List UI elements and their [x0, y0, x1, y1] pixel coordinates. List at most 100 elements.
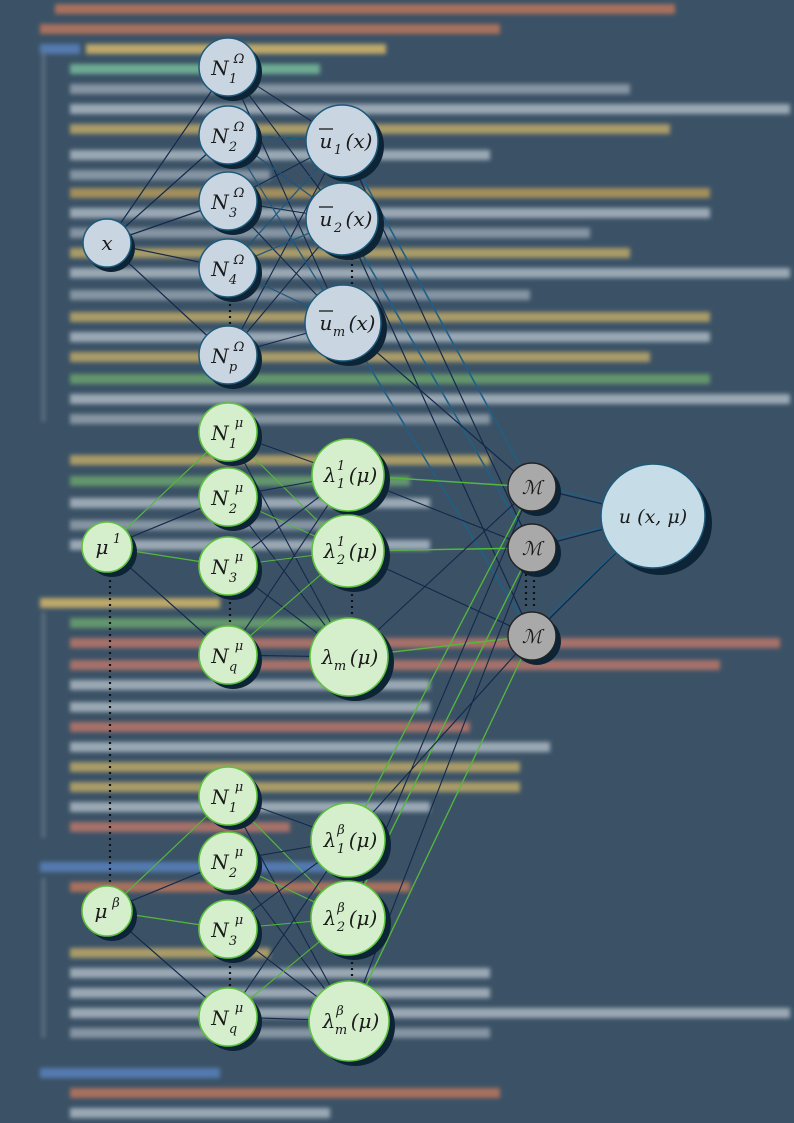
lambda-label: λ [323, 539, 337, 563]
space-node-label: N [210, 56, 230, 80]
param-node-sub: 3 [229, 934, 237, 949]
mode-sub: 2 [333, 221, 342, 236]
input-node-mu-beta: μ β [81, 885, 137, 941]
param-node-sup: μ [235, 639, 243, 654]
lambda-label: λ [322, 1009, 336, 1033]
lambda-sub: m [335, 1023, 347, 1038]
param-node-label: N [210, 644, 230, 668]
lambda-sup: β [336, 901, 345, 916]
edge-mode-to-combiner [341, 140, 533, 488]
space-hidden-node-4: N Ω 4 [198, 238, 262, 302]
network-nodes: x N Ω 1 N Ω 2 N Ω 3 [81, 37, 712, 1066]
param-node-label: N [210, 785, 230, 809]
lambda-sup: 1 [337, 535, 345, 550]
combiner-label: ℳ [522, 538, 545, 560]
param-hidden-top-q: N μ q [198, 625, 262, 689]
space-node-sub: 2 [228, 140, 237, 155]
edge-lambda-to-combiner [348, 486, 533, 658]
lambda-label: λ [323, 828, 337, 852]
lambda-arg: (μ) [349, 539, 378, 563]
edge-lambda-beta-to-combiner [348, 635, 533, 1022]
lambda-sup: β [336, 823, 345, 838]
edge-param-hidden-to-lambda-beta [227, 795, 350, 1022]
space-hidden-node-3: N Ω 3 [198, 171, 262, 235]
space-node-sub: 1 [229, 72, 237, 87]
param-node-label: N [210, 421, 230, 445]
combiner-label: ℳ [522, 626, 545, 648]
output-node: u (x, μ) [600, 463, 712, 575]
space-node-label: N [210, 190, 230, 214]
param-node-sup: μ [235, 780, 243, 795]
mu-label: μ [95, 899, 108, 923]
param-node-label: N [210, 555, 230, 579]
space-node-sub: p [229, 360, 238, 375]
combiner-label: ℳ [522, 477, 545, 499]
mode-label: u [320, 311, 333, 335]
input-node-x: x [82, 218, 135, 272]
param-node-sup: μ [235, 913, 243, 928]
param-node-sub: q [229, 1022, 237, 1037]
mu-label: μ [96, 535, 109, 559]
param-node-sup: μ [235, 550, 243, 565]
input-x-label: x [101, 231, 112, 255]
lambda-label: λ [323, 906, 337, 930]
lambda-label: λ [323, 463, 337, 487]
lambda-arg: (μ) [349, 828, 378, 852]
lambda-bottom-m: λ β m (μ) [308, 980, 395, 1066]
param-node-sup: μ [235, 1001, 243, 1016]
mode-arg: (x) [346, 207, 373, 231]
space-hidden-node-2: N Ω 2 [198, 105, 262, 169]
edge-mode-to-combiner [342, 322, 533, 637]
combiner-node-1: ℳ [507, 462, 561, 516]
param-hidden-top-3: N μ 3 [198, 536, 262, 600]
edge-mode-to-combiner [341, 218, 533, 549]
mode-arg: (x) [346, 129, 373, 153]
edge-space-hidden-to-mode [227, 66, 344, 324]
edge-mode-to-combiner [341, 218, 533, 637]
lambda-label: λ [321, 645, 335, 669]
mode-label: u [320, 207, 333, 231]
space-node-sup: Ω [233, 52, 245, 67]
param-hidden-bottom-1: N μ 1 [198, 766, 262, 830]
lambda-sub: m [334, 659, 346, 674]
mode-node-1: u 1 (x) [305, 104, 384, 182]
mode-node-m: u m (x) [304, 284, 387, 366]
param-node-sub: 1 [229, 437, 237, 452]
lambda-arg: (μ) [351, 1009, 380, 1033]
space-node-label: N [210, 257, 230, 281]
lambda-arg: (μ) [349, 463, 378, 487]
param-node-sup: μ [235, 416, 243, 431]
lambda-bottom-1: λ β 1 (μ) [310, 802, 391, 882]
space-node-label: N [210, 344, 230, 368]
lambda-arg: (μ) [349, 906, 378, 930]
lambda-bottom-2: λ β 2 (μ) [310, 880, 391, 960]
edge-space-hidden-to-mode [227, 140, 343, 356]
lambda-top-1: λ 1 1 (μ) [311, 438, 390, 516]
space-node-sup: Ω [233, 253, 245, 268]
mode-arg: (x) [349, 311, 376, 335]
space-hidden-node-1: N Ω 1 [198, 37, 262, 101]
param-node-sub: 2 [228, 866, 237, 881]
lambda-top-2: λ 1 2 (μ) [311, 514, 390, 592]
space-node-label: N [210, 124, 230, 148]
param-node-label: N [210, 850, 230, 874]
input-node-mu-1: μ 1 [81, 521, 137, 577]
combiner-node-2: ℳ [507, 523, 561, 577]
edge-lambda-beta-to-combiner [347, 486, 533, 841]
param-hidden-bottom-2: N μ 2 [198, 831, 262, 895]
lambda-sub: 2 [336, 553, 345, 568]
space-node-sup: Ω [233, 340, 245, 355]
lambda-sup: 1 [337, 459, 345, 474]
param-hidden-top-2: N μ 2 [198, 467, 262, 531]
param-hidden-bottom-3: N μ 3 [198, 899, 262, 963]
edge-x-to-space-hidden [106, 66, 229, 244]
mu-sup: β [111, 896, 120, 911]
space-hidden-node-p: N Ω p [198, 325, 262, 389]
param-hidden-top-1: N μ 1 [198, 402, 262, 466]
space-node-sup: Ω [233, 186, 245, 201]
param-node-label: N [210, 1006, 230, 1030]
param-node-sub: 3 [229, 571, 237, 586]
space-node-sup: Ω [233, 120, 245, 135]
lambda-sup: β [335, 1004, 344, 1019]
